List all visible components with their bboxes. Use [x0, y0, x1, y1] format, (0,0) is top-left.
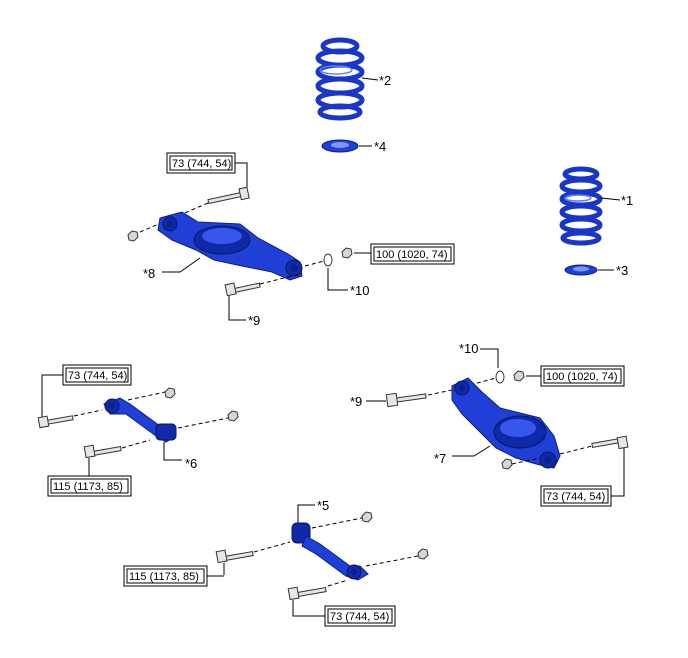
callout-6: *6	[185, 456, 197, 471]
coil-spring-large	[315, 37, 365, 121]
lower-arm-7	[451, 377, 561, 469]
callout-8: *8	[143, 266, 155, 281]
bolt-icon	[215, 549, 254, 564]
nut-icon	[361, 511, 373, 523]
callout-4: *4	[374, 139, 386, 154]
callout-3: *3	[616, 263, 628, 278]
torque-box-link6-bottom: 115 (1173, 85)	[47, 475, 132, 497]
callout-7: *7	[434, 451, 446, 466]
torque-box-link5-bottom: 73 (744, 54)	[324, 605, 396, 627]
nut-icon	[227, 410, 239, 422]
bolt-icon	[385, 392, 427, 408]
bolt-icon	[591, 435, 629, 450]
callout-9-lower: *9	[350, 394, 362, 409]
torque-box-arm7-bolt: 73 (744, 54)	[540, 485, 612, 507]
spring-insulator-upper	[321, 139, 359, 153]
bolt-icon	[37, 415, 74, 429]
bolt-icon	[287, 586, 327, 601]
torque-box-link6-top: 73 (744, 54)	[62, 364, 132, 386]
nut-icon	[513, 370, 525, 382]
callout-9-upper: *9	[248, 313, 260, 328]
nut-icon	[417, 548, 429, 560]
torque-box-arm8-nut: 100 (1020, 74)	[370, 243, 455, 265]
callout-1: *1	[621, 193, 633, 208]
spring-insulator-lower	[564, 264, 598, 276]
bolt-icon	[83, 444, 122, 459]
nut-icon	[127, 230, 139, 242]
washer-icon	[323, 253, 333, 267]
suspension-link-6	[103, 397, 177, 443]
torque-value: 73 (744, 54)	[68, 370, 127, 382]
callout-2: *2	[379, 73, 391, 88]
nut-icon	[341, 247, 353, 259]
torque-value: 73 (744, 54)	[546, 491, 605, 503]
bolt-icon	[207, 186, 250, 205]
lower-arm-8	[157, 211, 303, 281]
torque-value: 115 (1173, 85)	[53, 481, 123, 493]
washer-icon	[495, 370, 505, 384]
nut-icon	[164, 387, 176, 399]
torque-box-link5-left: 115 (1173, 85)	[123, 565, 208, 587]
nut-icon	[501, 458, 513, 470]
callout-5: *5	[317, 498, 329, 513]
torque-value: 115 (1173, 85)	[129, 571, 199, 583]
torque-value: 100 (1020, 74)	[546, 371, 618, 383]
suspension-link-5	[291, 522, 369, 581]
torque-value: 73 (744, 54)	[330, 611, 389, 623]
torque-value: 73 (744, 54)	[172, 158, 231, 170]
torque-box-arm8-bolt: 73 (744, 54)	[166, 152, 236, 174]
callout-10-lower: *10	[459, 341, 479, 356]
callout-10-upper: *10	[350, 283, 370, 298]
bolt-icon	[224, 282, 261, 297]
torque-box-arm7-nut: 100 (1020, 74)	[540, 365, 625, 387]
coil-spring-small	[559, 166, 603, 246]
torque-value: 100 (1020, 74)	[376, 249, 448, 261]
